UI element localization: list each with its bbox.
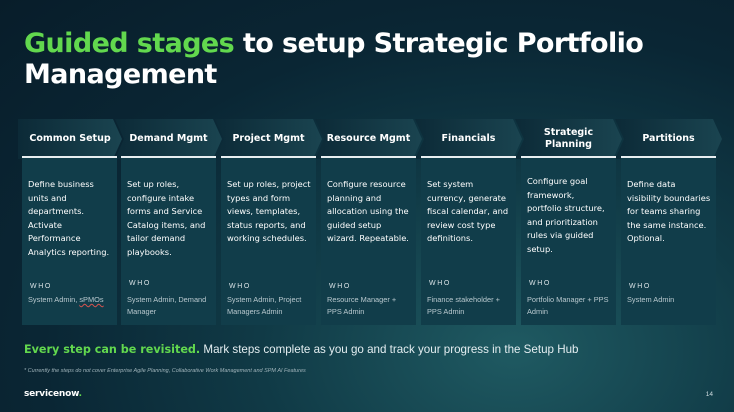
stage-description: Configure resource planning and allocati…	[327, 179, 409, 244]
who-label: WHO	[30, 283, 52, 290]
who-value: System Admin, Demand Manager	[127, 295, 207, 316]
stage-chevron-demand-mgmt: Demand Mgmt	[115, 119, 222, 159]
servicenow-logo: servicenow.	[24, 389, 82, 399]
slide-title: Guided stages to setup Strategic Portfol…	[24, 28, 714, 90]
stage-card-strategic-planning: Configure goal framework, portfolio stru…	[521, 156, 616, 325]
stage-card-partitions: Define data visibility boundaries for te…	[621, 156, 716, 325]
stage-description: Configure goal framework, portfolio stru…	[527, 176, 605, 254]
stage-card-project-mgmt: Set up roles, project types and form vie…	[221, 156, 316, 325]
who-label: WHO	[429, 280, 451, 287]
stage-chevron-row: Common Setup Demand Mgmt Project Mgmt Re…	[18, 119, 722, 159]
stage-label: Partitions	[642, 133, 695, 144]
who-value: System Admin	[627, 295, 675, 304]
who-value: System Admin, sPMOs	[28, 294, 113, 306]
stage-description: Define business units and departments. A…	[28, 179, 110, 257]
who-label: WHO	[129, 280, 151, 287]
who-label: WHO	[329, 283, 351, 290]
footnote: * Currently the steps do not cover Enter…	[24, 368, 306, 374]
stage-description: Set up roles, configure intake forms and…	[127, 179, 206, 257]
stage-chevron-project-mgmt: Project Mgmt	[215, 119, 322, 159]
stage-card-resource-mgmt: Configure resource planning and allocati…	[321, 156, 416, 325]
stage-card-financials: Set system currency, generate fiscal cal…	[421, 156, 516, 325]
who-label: WHO	[629, 283, 651, 290]
stage-card-common-setup: Define business units and departments. A…	[22, 156, 117, 325]
stage-chevron-partitions: Partitions	[615, 119, 722, 159]
page-number: 14	[705, 391, 713, 398]
who-roles: System Admin,	[28, 295, 80, 304]
stage-description: Set system currency, generate fiscal cal…	[427, 179, 509, 244]
stage-label: Strategic Planning	[543, 127, 594, 150]
stage-chevron-resource-mgmt: Resource Mgmt	[315, 119, 422, 159]
stage-label: Demand Mgmt	[129, 133, 208, 144]
revisit-note: Every step can be revisited. Mark steps …	[24, 343, 714, 356]
who-value: Resource Manager + PPS Admin	[327, 295, 397, 316]
who-extra-role: sPMOs	[79, 295, 104, 304]
stage-description: Set up roles, project types and form vie…	[227, 179, 311, 244]
revisit-text: Mark steps complete as you go and track …	[200, 343, 579, 356]
logo-name: servicenow	[24, 389, 79, 399]
logo-dot: .	[78, 389, 82, 399]
stage-description: Define data visibility boundaries for te…	[627, 179, 711, 244]
revisit-highlight: Every step can be revisited.	[24, 343, 201, 356]
who-label: WHO	[529, 280, 551, 287]
stage-label: Project Mgmt	[232, 133, 305, 144]
who-value: Finance stakeholder + PPS Admin	[427, 295, 500, 316]
stage-chevron-strategic-planning: Strategic Planning	[515, 119, 622, 159]
stage-label: Financials	[441, 133, 496, 144]
stage-label: Resource Mgmt	[326, 133, 411, 144]
title-rest: to setup Strategic Portfolio Management	[24, 28, 644, 90]
who-value: Portfolio Manager + PPS Admin	[527, 295, 609, 316]
stage-chevron-financials: Financials	[415, 119, 522, 159]
stage-label: Common Setup	[29, 133, 111, 144]
title-accent: Guided stages	[24, 28, 235, 59]
who-label: WHO	[229, 283, 251, 290]
who-value: System Admin, Project Managers Admin	[227, 295, 302, 316]
stage-card-demand-mgmt: Set up roles, configure intake forms and…	[121, 156, 216, 325]
stage-chevron-common-setup: Common Setup	[18, 119, 122, 159]
